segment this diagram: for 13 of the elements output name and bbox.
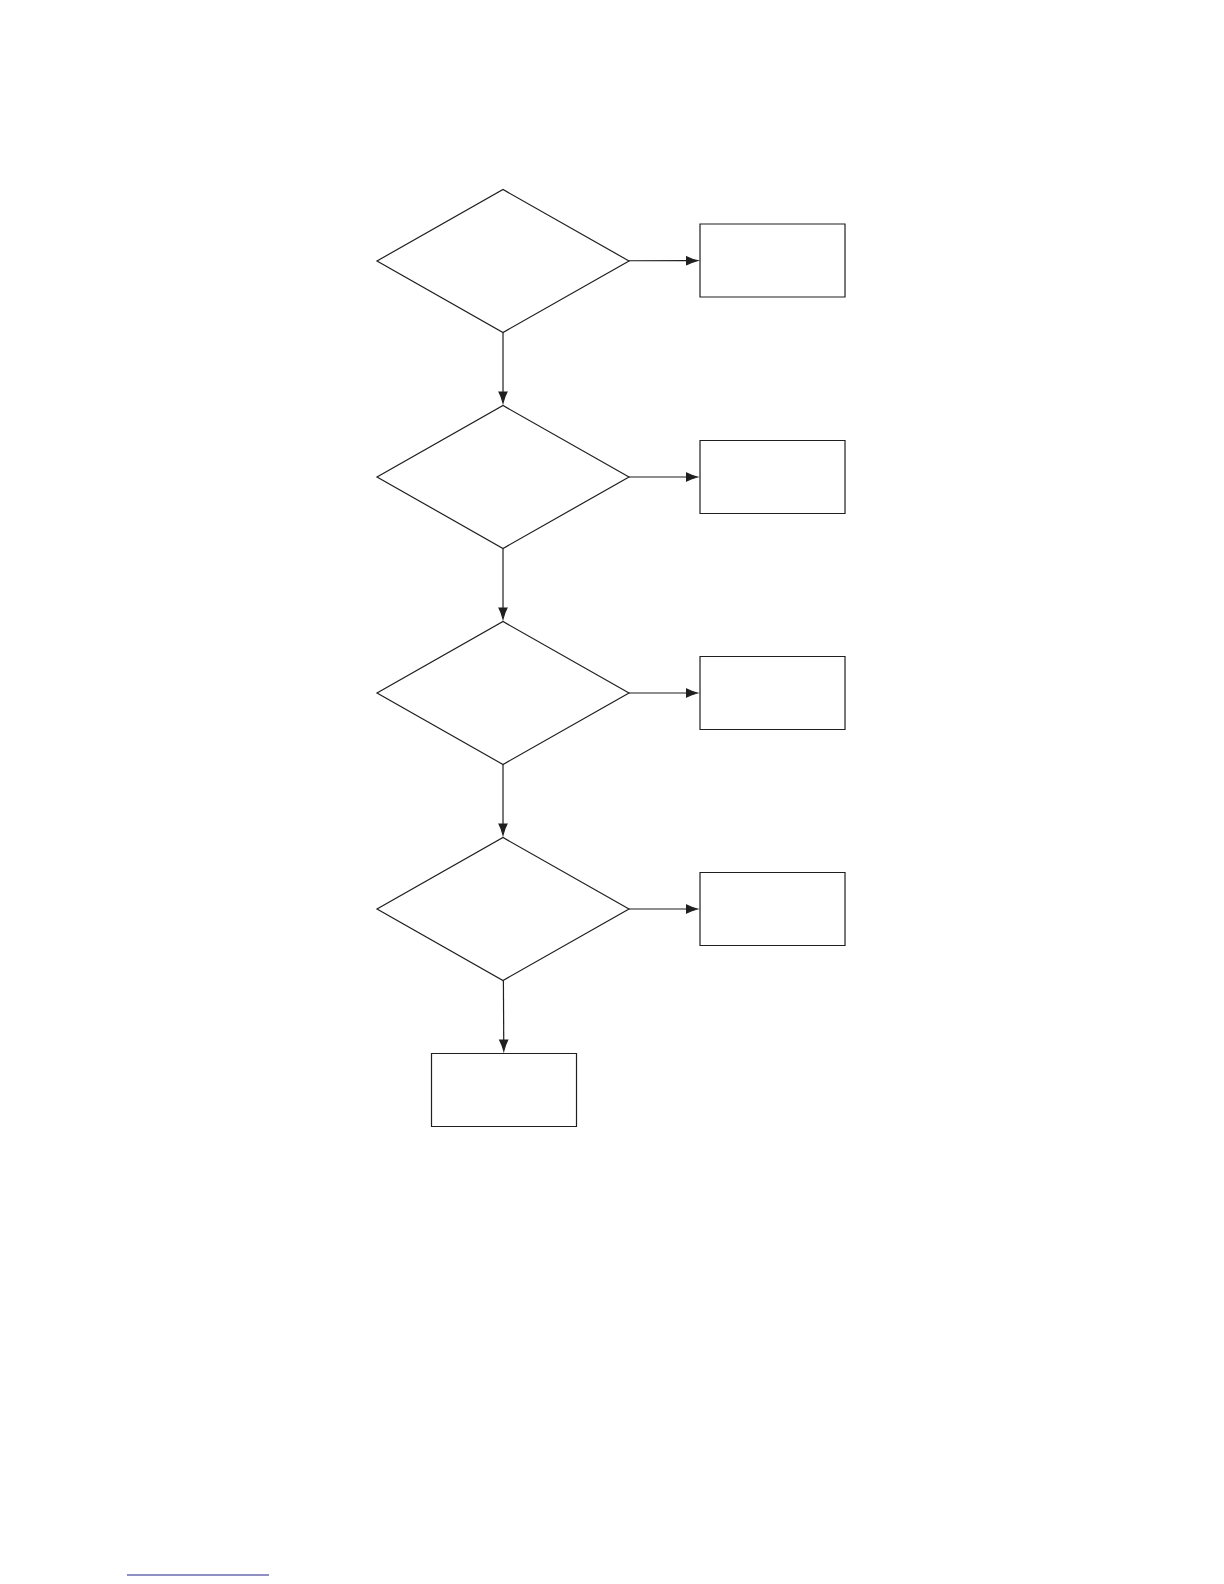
- arrow: [498, 547, 508, 620]
- arrow: [628, 688, 698, 698]
- arrow: [628, 256, 698, 266]
- process-box: [699, 655, 846, 731]
- arrow: [628, 904, 698, 914]
- arrow: [628, 472, 698, 482]
- arrow: [498, 763, 508, 836]
- arrow: [499, 979, 509, 1052]
- process-box: [699, 223, 846, 298]
- process-box: [699, 439, 846, 515]
- process-box: [699, 871, 846, 947]
- arrow: [498, 331, 508, 404]
- process-box: [430, 1052, 578, 1128]
